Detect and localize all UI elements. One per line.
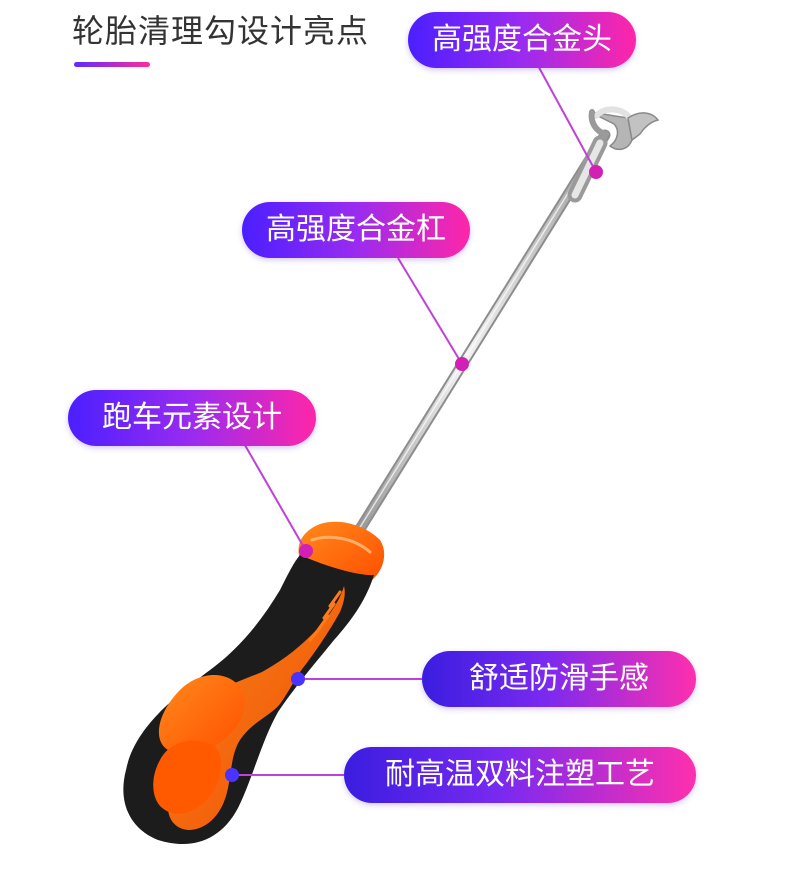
callout-anti-slip-grip: 舒适防滑手感 — [422, 651, 696, 707]
handle — [123, 521, 385, 845]
page-title: 轮胎清理勾设计亮点 — [72, 12, 370, 50]
title-underline — [74, 62, 150, 67]
grip-marker-dot — [291, 672, 305, 686]
callout-dual-material-molding: 耐高温双料注塑工艺 — [344, 747, 696, 803]
callout-connectors — [232, 61, 597, 776]
molding-marker-dot — [225, 768, 239, 782]
alloy-rod — [344, 129, 611, 551]
head-marker-dot — [589, 165, 603, 179]
callout-dots — [225, 165, 603, 782]
rod-marker-dot — [455, 357, 469, 371]
callout-sports-car-design: 跑车元素设计 — [68, 390, 316, 446]
callout-alloy-head: 高强度合金头 — [408, 12, 636, 68]
sport-marker-dot — [299, 544, 313, 558]
alloy-hook-head — [588, 106, 660, 151]
callout-alloy-rod: 高强度合金杠 — [242, 202, 470, 258]
